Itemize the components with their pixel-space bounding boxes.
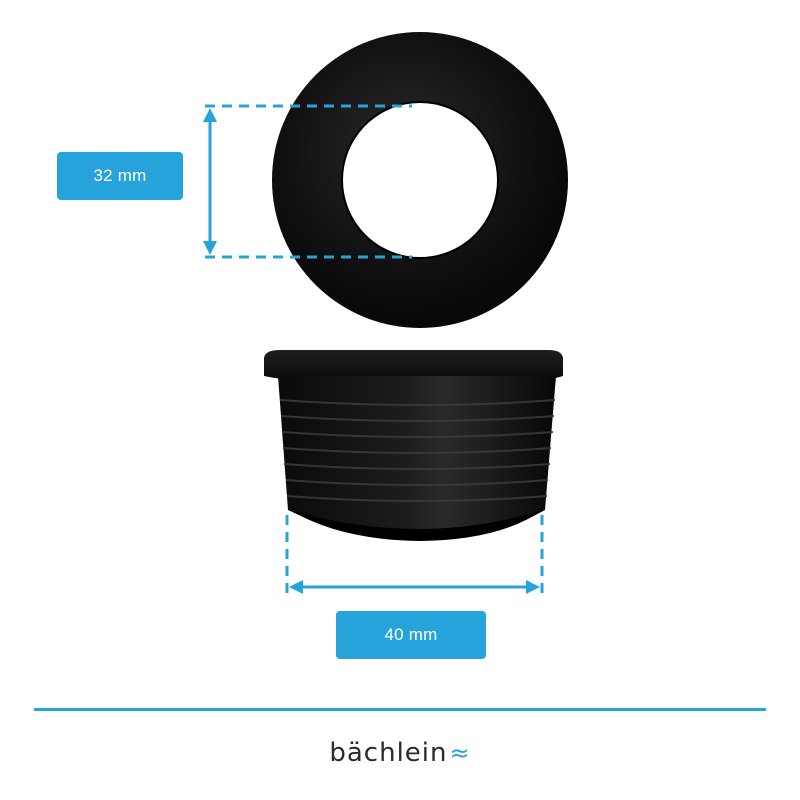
brand-name: bächlein [329, 738, 448, 768]
inner-diameter-dimension [203, 104, 412, 259]
outer-diameter-label: 40 mm [336, 611, 486, 659]
rubber-reducer-threaded-icon [264, 350, 563, 541]
inner-diameter-label: 32 mm [57, 152, 183, 200]
brand-logo: bächlein ≈ [0, 728, 800, 778]
footer-divider [34, 708, 766, 711]
outer-diameter-dimension [285, 515, 544, 594]
rubber-reducer-ring-icon [272, 32, 568, 328]
wave-icon: ≈ [449, 739, 471, 767]
